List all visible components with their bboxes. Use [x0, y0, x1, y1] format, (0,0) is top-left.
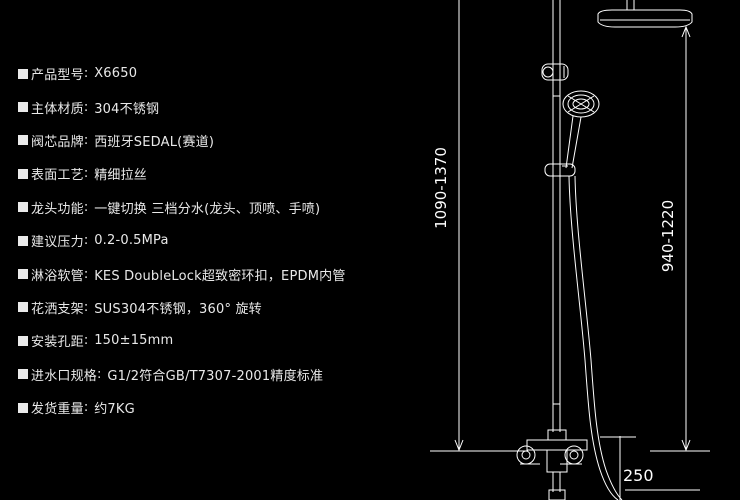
spec-separator: : [83, 266, 89, 282]
spec-value: 304不锈钢 [94, 101, 160, 117]
square-bullet-icon [18, 68, 28, 79]
spec-separator: : [97, 366, 102, 382]
head-height-label: 940-1220 [659, 200, 677, 272]
square-bullet-icon [18, 269, 28, 280]
square-bullet-icon [18, 335, 28, 346]
spec-value: KES DoubleLock超致密环扣，EPDM内管 [94, 268, 346, 284]
spec-value: 约7KG [94, 402, 135, 418]
square-bullet-icon [18, 168, 28, 179]
spec-label: 进水口规格 [31, 368, 98, 384]
spec-row-bracket: 花洒支架: SUS304不锈钢，360° 旋转 [18, 291, 346, 324]
spec-row-weight: 发货重量: 约7KG [18, 391, 346, 424]
spec-value: 0.2-0.5MPa [94, 233, 169, 249]
bottom-dimension-label: 250 [623, 466, 654, 485]
shower-hose [568, 175, 623, 500]
spec-value: SUS304不锈钢，360° 旋转 [94, 301, 262, 317]
square-bullet-icon [18, 369, 28, 380]
spec-row-material: 主体材质:304不锈钢 [18, 90, 346, 123]
spec-label: 淋浴软管 [31, 268, 84, 284]
spec-separator: : [83, 66, 89, 82]
spec-value: X6650 [94, 66, 138, 82]
square-bullet-icon [18, 302, 28, 313]
spec-label: 龙头功能 [31, 201, 84, 217]
spec-label: 主体材质 [31, 101, 84, 117]
spec-label: 产品型号 [31, 68, 84, 84]
spec-row-finish: 表面工艺: 精细拉丝 [18, 157, 346, 190]
spec-row-valve: 阀芯品牌: 西班牙SEDAL(赛道) [18, 124, 346, 157]
spec-value: 一键切换 三档分水(龙头、顶喷、手喷) [94, 201, 321, 217]
spec-label: 安装孔距 [31, 335, 84, 351]
spec-separator: : [83, 299, 89, 315]
spec-separator: : [83, 333, 89, 349]
spec-label: 发货重量 [31, 402, 84, 418]
spec-label: 阀芯品牌 [31, 134, 84, 150]
spec-value: 西班牙SEDAL(赛道) [94, 134, 215, 150]
bottom-dimension [600, 436, 700, 500]
spec-row-hose: 淋浴软管: KES DoubleLock超致密环扣，EPDM内管 [18, 257, 346, 290]
square-bullet-icon [18, 202, 28, 213]
square-bullet-icon [18, 402, 28, 413]
rain-shower-head [597, 0, 693, 28]
riser-pipe [552, 0, 561, 432]
spec-label: 花洒支架 [31, 301, 84, 317]
square-bullet-icon [18, 102, 28, 113]
spec-separator: : [83, 132, 89, 148]
spec-separator: : [83, 233, 89, 249]
spec-separator: : [83, 199, 89, 215]
spec-value: 150±15mm [94, 333, 174, 349]
spec-row-inlet: 进水口规格: G1/2符合GB/T7307-2001精度标准 [18, 358, 346, 391]
spec-label: 建议压力 [31, 235, 84, 251]
spec-separator: : [83, 99, 89, 115]
spec-row-hole-spacing: 安装孔距:150±15mm [18, 324, 346, 357]
spec-separator: : [83, 400, 89, 416]
spec-separator: : [83, 166, 89, 182]
spec-row-function: 龙头功能: 一键切换 三档分水(龙头、顶喷、手喷) [18, 191, 346, 224]
square-bullet-icon [18, 235, 28, 246]
spec-label: 表面工艺 [31, 168, 84, 184]
mixing-valve [516, 429, 588, 500]
overall-height-label: 1090-1370 [432, 147, 450, 229]
head-height-dimension [650, 25, 710, 452]
hand-shower-holder [544, 163, 576, 177]
overall-height-dimension [430, 0, 528, 452]
spec-value: 精细拉丝 [94, 168, 148, 184]
spec-list: 产品型号:X6650 主体材质:304不锈钢 阀芯品牌:西班牙SEDAL(赛道)… [18, 57, 346, 424]
spec-value: G1/2符合GB/T7307-2001精度标准 [107, 368, 324, 384]
hand-shower [562, 90, 600, 169]
wall-bracket-upper [541, 63, 569, 81]
square-bullet-icon [18, 135, 28, 146]
spec-row-pressure: 建议压力:0.2-0.5MPa [18, 224, 346, 257]
spec-row-model: 产品型号: X6650 [18, 57, 346, 90]
